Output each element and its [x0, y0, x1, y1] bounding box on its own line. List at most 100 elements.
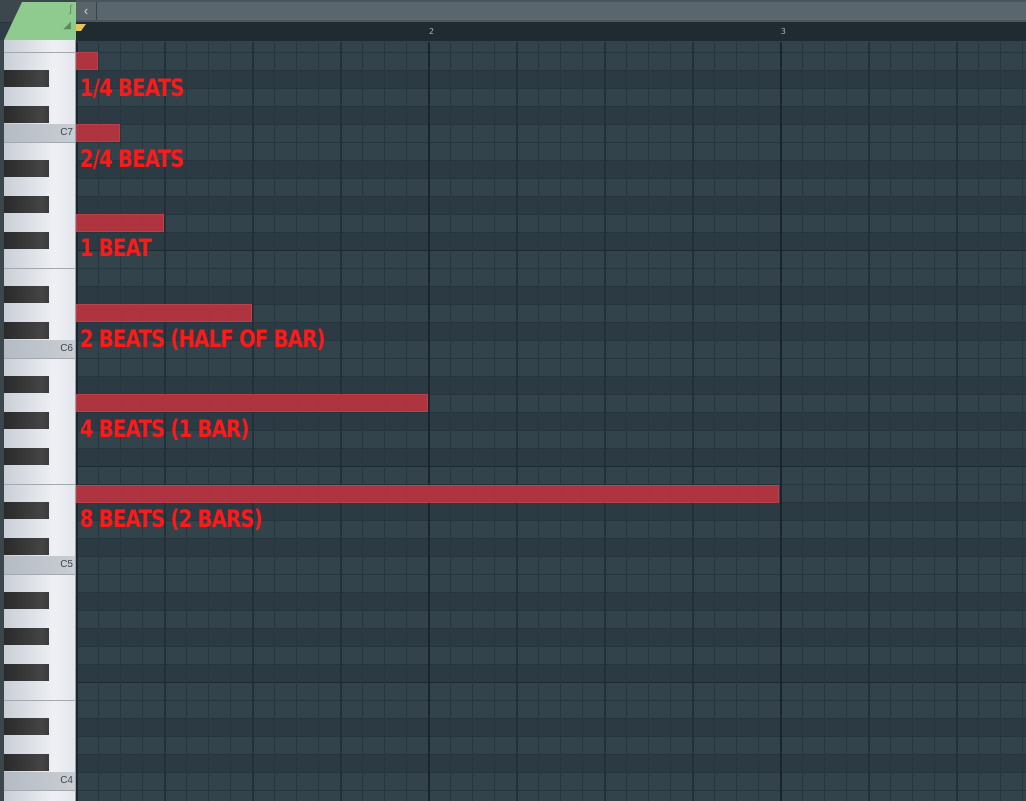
grid-row[interactable]: [76, 718, 1026, 736]
black-key[interactable]: [4, 628, 49, 645]
note-d6[interactable]: [76, 304, 252, 322]
grid-vline: [230, 42, 231, 801]
grid-vline: [164, 42, 166, 801]
note-e5[interactable]: [76, 485, 779, 503]
black-key[interactable]: [4, 538, 49, 555]
grid-row[interactable]: [76, 574, 1026, 592]
grid-row[interactable]: [76, 214, 1026, 232]
octave-label: C4: [60, 775, 73, 786]
grid-row[interactable]: [76, 286, 1026, 304]
grid-row[interactable]: [76, 322, 1026, 340]
black-key[interactable]: [4, 592, 49, 609]
grid-hline: [76, 178, 1026, 179]
black-key[interactable]: [4, 448, 49, 465]
grid-hline: [76, 88, 1026, 89]
grid-row[interactable]: [76, 178, 1026, 196]
grid-row[interactable]: [76, 376, 1026, 394]
c-key[interactable]: [4, 556, 75, 574]
grid-row[interactable]: [76, 628, 1026, 646]
grid-row[interactable]: [76, 466, 1026, 484]
c-key[interactable]: [4, 772, 75, 790]
grid-row[interactable]: [76, 556, 1026, 574]
black-key[interactable]: [4, 286, 49, 303]
black-key[interactable]: [4, 502, 49, 519]
grid-row[interactable]: [76, 610, 1026, 628]
c-key[interactable]: [4, 340, 75, 358]
grid-hline: [76, 682, 1026, 683]
grid-row[interactable]: [76, 358, 1026, 376]
grid-row[interactable]: [76, 42, 1026, 52]
black-key[interactable]: [4, 412, 49, 429]
grid-hline: [76, 700, 1026, 701]
grid-row[interactable]: [76, 88, 1026, 106]
note-annotation: 1 BEAT: [80, 234, 152, 262]
grid-row[interactable]: [76, 502, 1026, 520]
grid-row[interactable]: [76, 448, 1026, 466]
grid-hline: [76, 718, 1026, 719]
grid-row[interactable]: [76, 412, 1026, 430]
grid-row[interactable]: [76, 232, 1026, 250]
grid-vline: [406, 42, 407, 801]
black-key[interactable]: [4, 232, 49, 249]
grid-row[interactable]: [76, 70, 1026, 88]
grid-vline: [780, 42, 782, 801]
grid-row[interactable]: [76, 538, 1026, 556]
grid-hline: [76, 268, 1026, 269]
black-key[interactable]: [4, 70, 49, 87]
grid-row[interactable]: [76, 196, 1026, 214]
octave-label: C7: [60, 127, 73, 138]
note-c7[interactable]: [76, 124, 120, 142]
grid-row[interactable]: [76, 160, 1026, 178]
black-key[interactable]: [4, 196, 49, 213]
black-key[interactable]: [4, 160, 49, 177]
black-key[interactable]: [4, 664, 49, 681]
grid-row[interactable]: [76, 736, 1026, 754]
grid-vline: [538, 42, 539, 801]
grid-row[interactable]: [76, 664, 1026, 682]
grid-row[interactable]: [76, 268, 1026, 286]
grid-hline: [76, 772, 1026, 773]
grid-vline: [802, 42, 803, 801]
grid-row[interactable]: [76, 790, 1026, 801]
grid-row[interactable]: [76, 52, 1026, 70]
grid-row[interactable]: [76, 646, 1026, 664]
grid-hline: [76, 520, 1026, 521]
grid-row[interactable]: [76, 682, 1026, 700]
black-key[interactable]: [4, 754, 49, 771]
grid-row[interactable]: [76, 142, 1026, 160]
grid-row[interactable]: [76, 124, 1026, 142]
grid-row[interactable]: [76, 430, 1026, 448]
grid-row[interactable]: [76, 520, 1026, 538]
grid-row[interactable]: [76, 250, 1026, 268]
horizontal-scrollbar[interactable]: [97, 2, 1026, 20]
grid-vline: [340, 42, 342, 801]
black-key[interactable]: [4, 718, 49, 735]
grid-row[interactable]: [76, 700, 1026, 718]
note-g6[interactable]: [76, 214, 164, 232]
grid-vline: [868, 42, 870, 801]
grid-row[interactable]: [76, 106, 1026, 124]
black-key[interactable]: [4, 376, 49, 393]
grid-row[interactable]: [76, 340, 1026, 358]
c-key[interactable]: [4, 124, 75, 142]
grid-row[interactable]: [76, 772, 1026, 790]
grid-hline: [76, 610, 1026, 611]
black-key[interactable]: [4, 106, 49, 123]
note-a5[interactable]: [76, 394, 428, 412]
grid-row[interactable]: [76, 592, 1026, 610]
grid-vline: [1000, 42, 1001, 801]
note-grid[interactable]: [76, 42, 1026, 801]
playhead-marker[interactable]: [76, 24, 86, 31]
grid-hline: [76, 394, 1026, 395]
grid-row[interactable]: [76, 304, 1026, 322]
grid-vline: [252, 42, 254, 801]
black-key[interactable]: [4, 322, 49, 339]
grid-hline: [76, 124, 1026, 125]
scroll-left-button[interactable]: ‹: [76, 2, 97, 20]
grid-hline: [76, 736, 1026, 737]
grid-row[interactable]: [76, 754, 1026, 772]
note-e7[interactable]: [76, 52, 98, 70]
grid-hline: [76, 664, 1026, 665]
